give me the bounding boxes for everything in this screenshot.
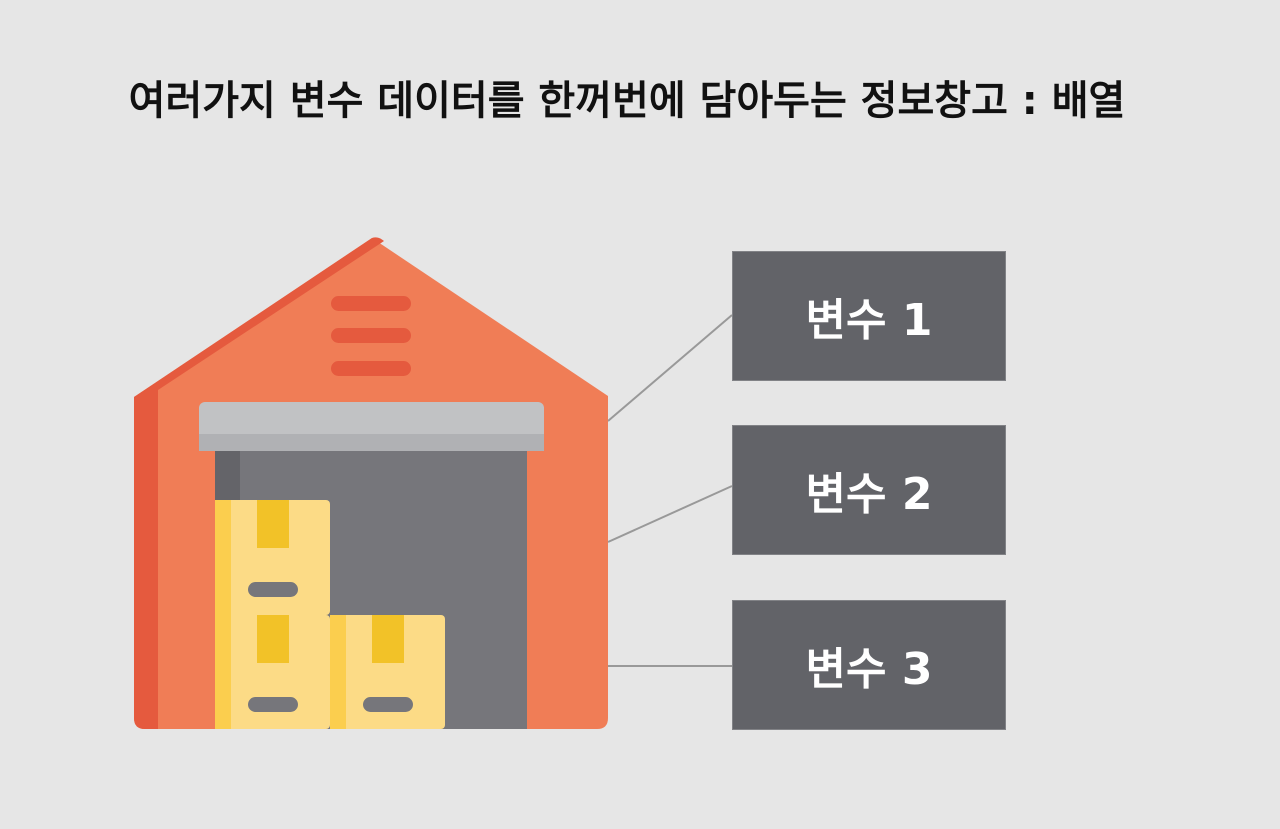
variable-label: 변수 2 — [805, 469, 933, 520]
page-title: 여러가지 변수 데이터를 한꺼번에 담아두는 정보창고 : 배열 — [128, 78, 1126, 124]
box-icon — [330, 615, 445, 729]
variable-box-1: 변수 1 — [732, 251, 1006, 381]
variable-box-3: 변수 3 — [732, 600, 1006, 730]
connector-line-2 — [607, 485, 733, 543]
variable-label: 변수 1 — [805, 295, 933, 346]
connector-line-1 — [607, 314, 733, 422]
warehouse-icon — [134, 237, 608, 729]
variable-label: 변수 3 — [805, 644, 933, 695]
box-icon — [215, 615, 330, 729]
variable-box-2: 변수 2 — [732, 425, 1006, 555]
box-icon — [215, 500, 330, 615]
